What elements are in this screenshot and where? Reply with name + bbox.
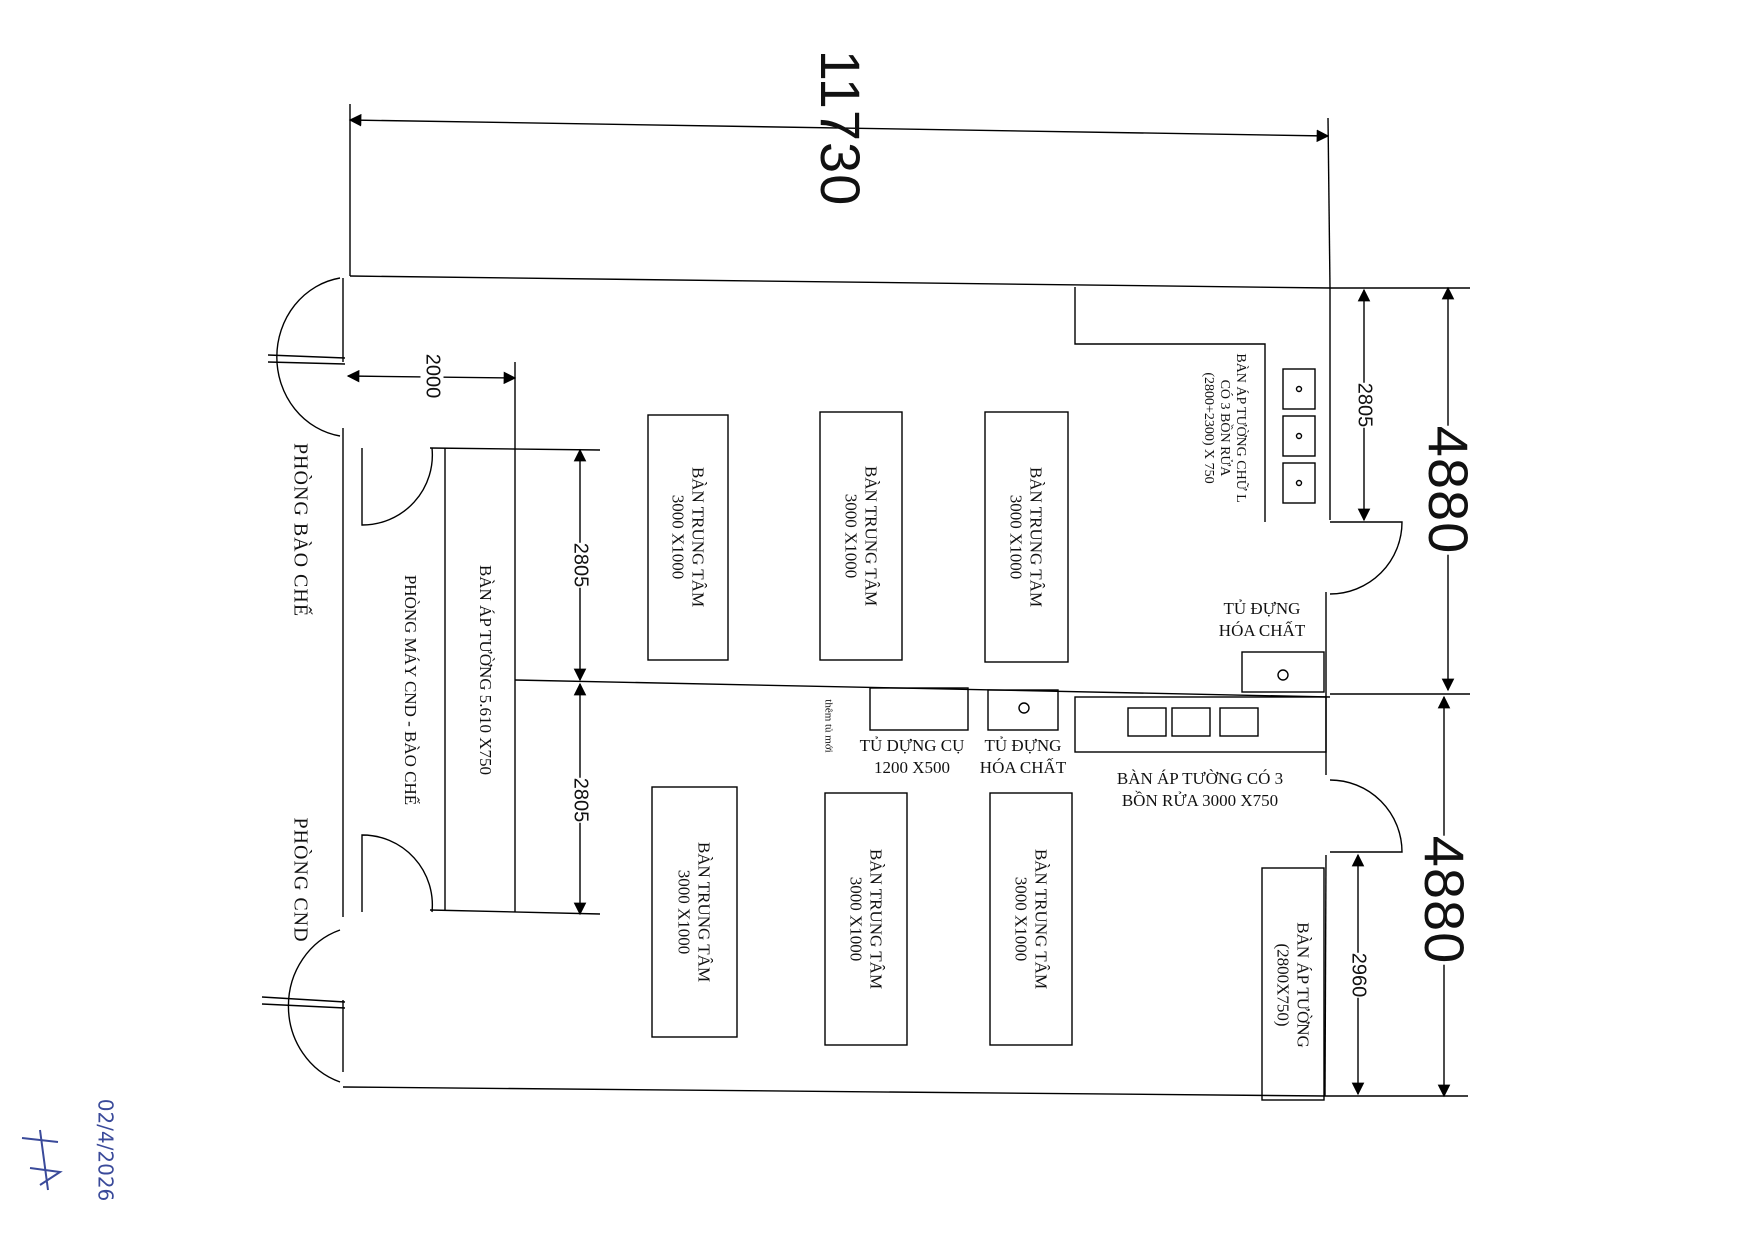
center-table-3 [984, 411, 1069, 663]
center-table-2 [819, 411, 903, 661]
dim-4880-bottom: 4880 [1411, 835, 1477, 965]
dim-4880-top: 4880 [1415, 425, 1481, 555]
wall-bench-left-label: BÀN ÁP TƯỜNG 5.610 X750 [475, 564, 495, 776]
wall-bottom [342, 1086, 1326, 1097]
ext-line-right [1327, 117, 1331, 289]
door-machine-top [361, 447, 434, 526]
wall-bench-right-label: BÀN ÁP TƯỜNG(2800X750) [1274, 922, 1313, 1048]
center-table-4 [651, 786, 738, 1038]
door-right-bottom [1329, 779, 1403, 853]
room-label-bao-che: PHÒNG BÀO CHẾ [289, 442, 312, 618]
dim-2000: 2000 [420, 353, 444, 399]
chem-cabinet-right [1241, 651, 1325, 693]
wall-bench-right [1261, 867, 1325, 1101]
dim-2805-lower: 2805 [568, 777, 592, 823]
center-table-6 [989, 792, 1073, 1046]
signature-date: 02/4/2026 [93, 1098, 118, 1202]
dim-2805-upper: 2805 [568, 542, 592, 588]
chem-cabinet-center [987, 689, 1059, 731]
center-table-5 [824, 792, 908, 1046]
dim-2960: 2960 [1346, 952, 1370, 998]
wall-right-bottom [1324, 854, 1327, 1097]
l-bench [1074, 287, 1266, 522]
tool-cabinet-note: thêm tủ mới [822, 699, 835, 753]
sink-3 [1282, 462, 1316, 504]
dim-2805-right: 2805 [1352, 382, 1376, 428]
sink-2 [1282, 415, 1316, 457]
center-table-1 [647, 414, 729, 661]
door-machine-bottom [361, 834, 434, 913]
door-bao-che [276, 277, 341, 437]
signature-mark [21, 1129, 63, 1191]
machine-room-label: PHÒNG MÁY CND - BÀO CHẾ [400, 574, 420, 806]
door-right-top [1329, 521, 1403, 595]
dim-11730: 11730 [809, 49, 873, 207]
door-cnd [287, 929, 341, 1083]
tool-cabinet [869, 687, 969, 731]
sink-1 [1282, 368, 1316, 410]
wall-top [349, 275, 1331, 289]
room-label-cnd: PHÒNG CND [289, 817, 312, 943]
sink-5 [1171, 707, 1211, 737]
sink-bench [1074, 696, 1327, 753]
sink-6 [1219, 707, 1259, 737]
sink-4 [1127, 707, 1167, 737]
dim-line-11730 [348, 113, 1330, 143]
